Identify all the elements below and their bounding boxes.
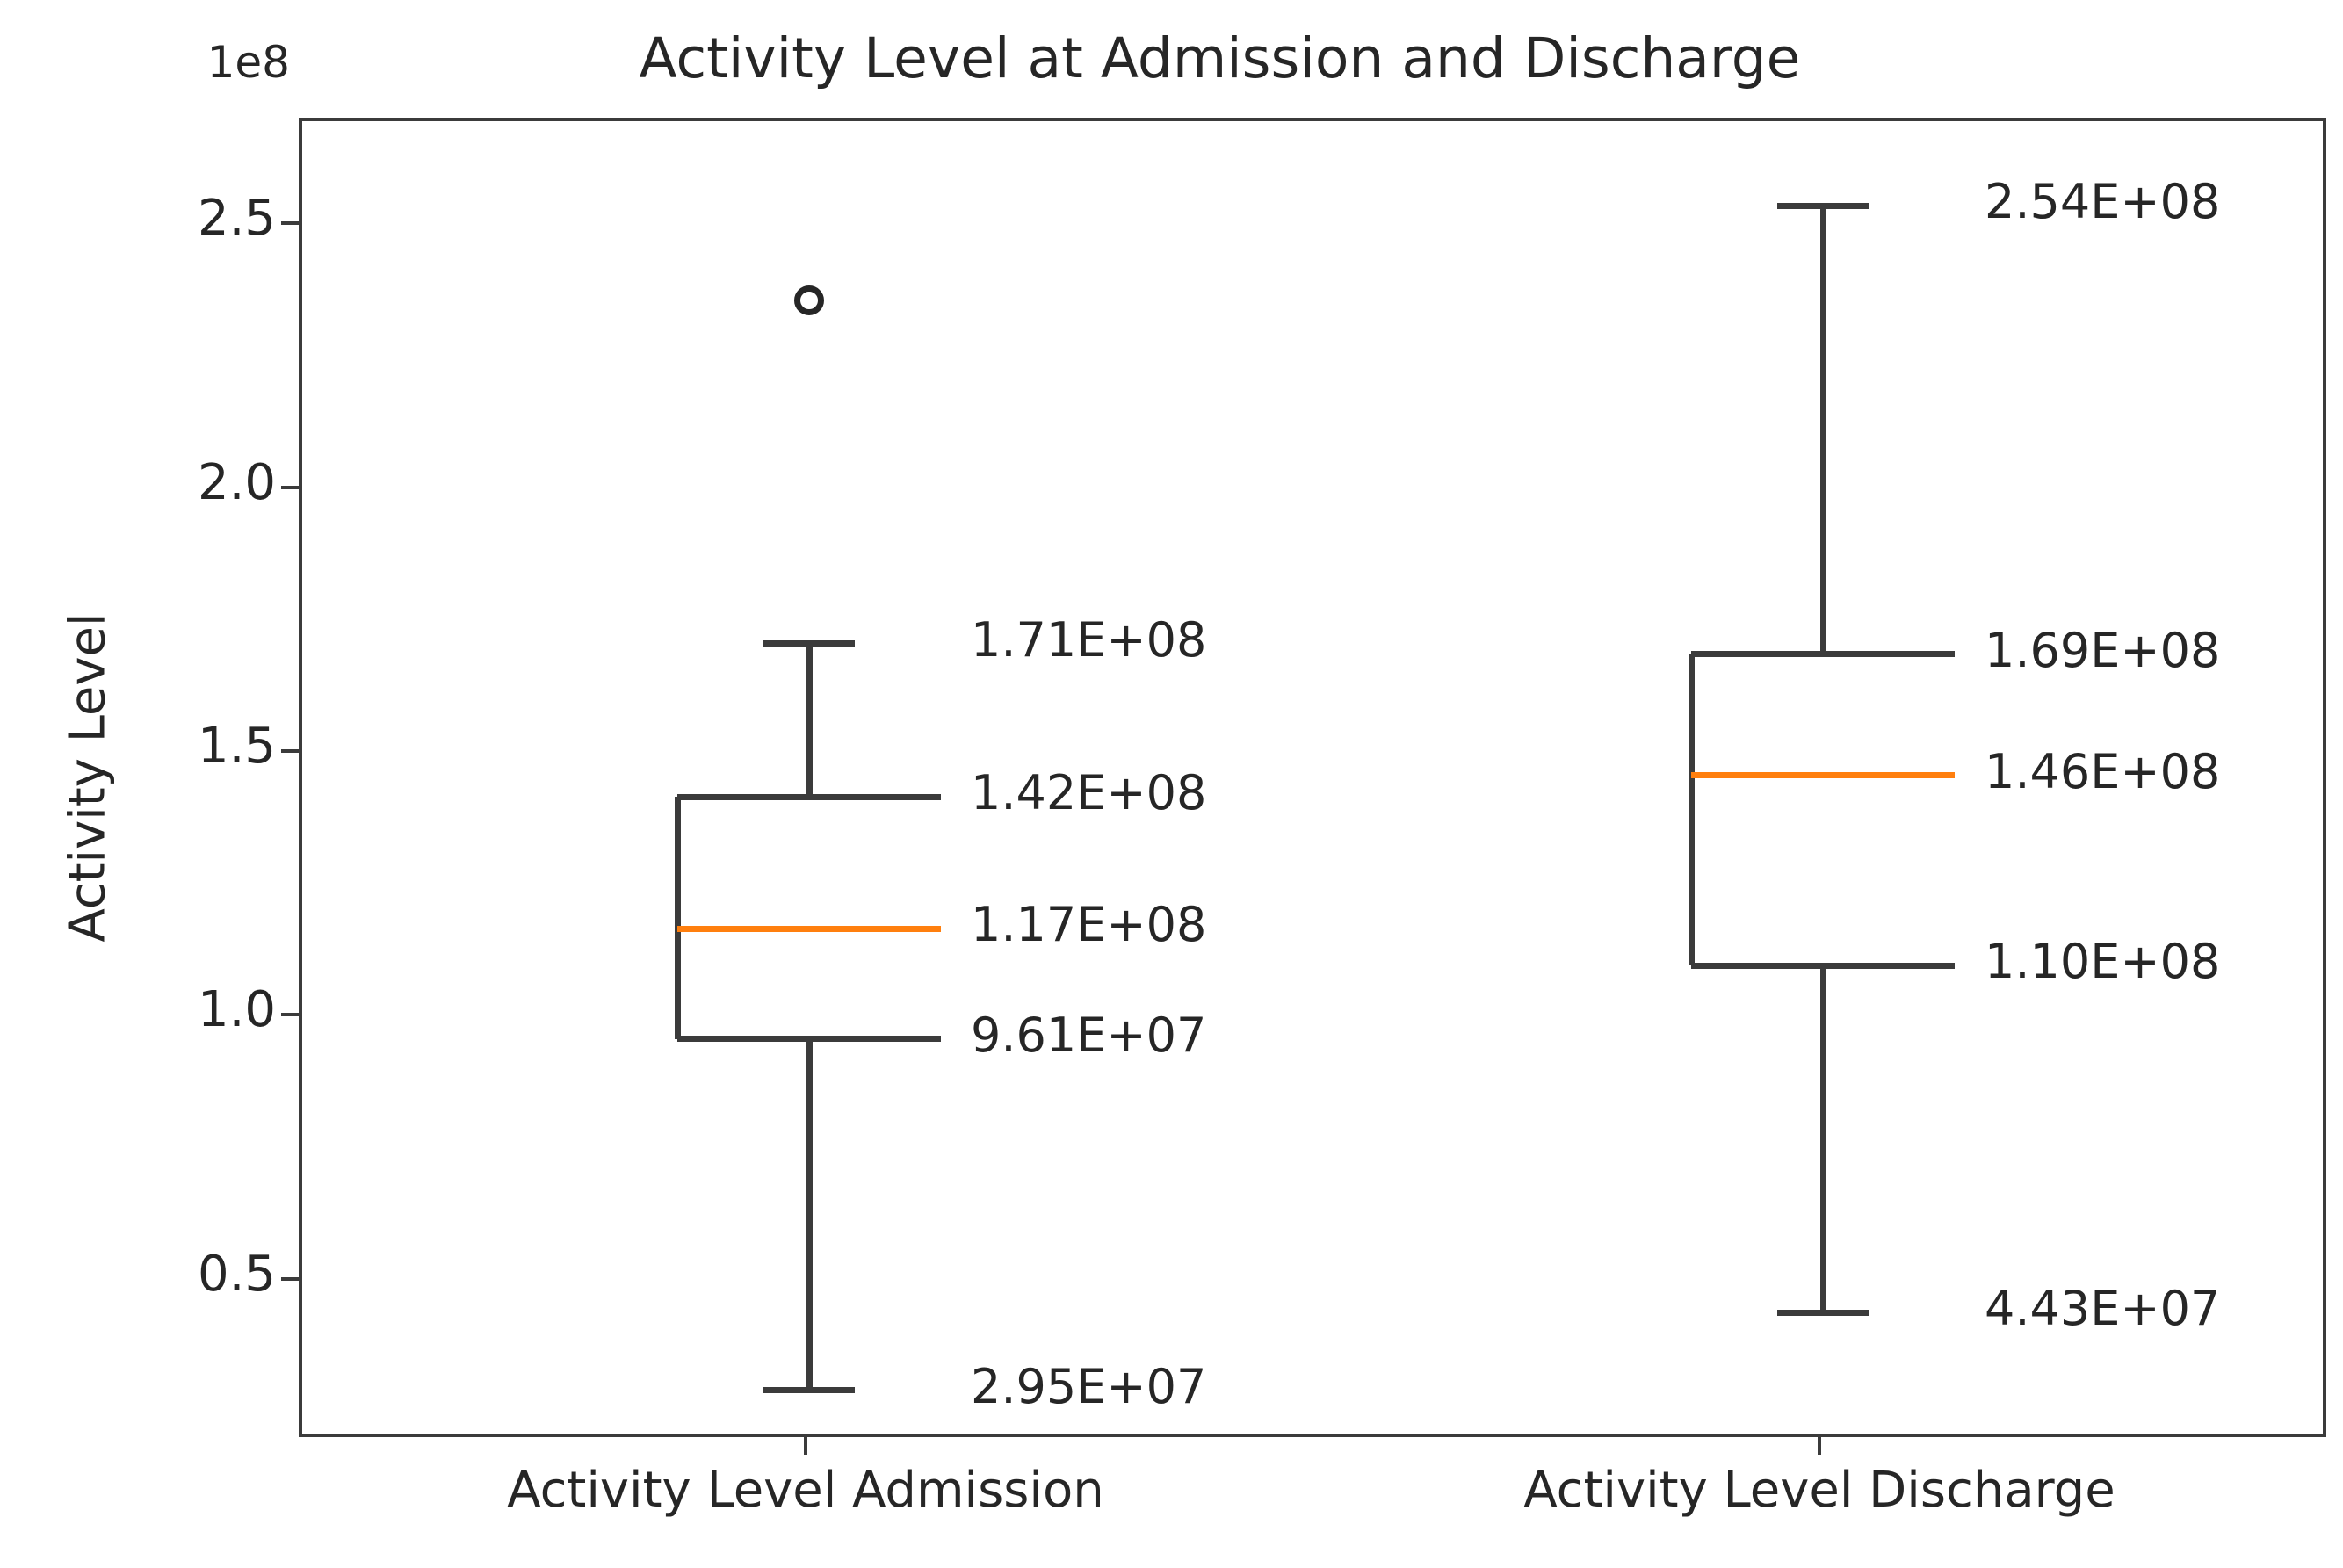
y-tick-label: 2.5 [197,190,276,248]
whisker-upper [1819,206,1826,654]
y-tick-label: 1.5 [197,717,276,775]
whisker-lower [1819,965,1826,1312]
box-bottom-edge [1691,962,1955,969]
annotation-whisker-high: 1.71E+08 [971,611,1207,668]
x-tick-mark [804,1437,807,1455]
whisker-lower [806,1038,813,1391]
box-left-edge [1688,654,1695,966]
box-left-edge [674,797,681,1039]
box-top-edge [1691,651,1955,658]
outlier-marker [794,285,824,316]
whisker-cap-lower [1777,1309,1869,1316]
plot-area: 1.71E+08 1.42E+08 1.17E+08 9.61E+07 2.95E+07… [299,118,2326,1437]
y-tick-mark [281,1276,299,1281]
annotation-median: 1.46E+08 [1985,743,2221,799]
annotation-whisker-low: 4.43E+07 [1985,1281,2221,1336]
y-tick-label: 0.5 [197,1245,276,1303]
y-tick-label: 1.0 [197,981,276,1039]
y-tick-mark [281,1013,299,1017]
y-tick-mark [281,221,299,226]
x-tick-mark [1818,1437,1821,1455]
annotation-whisker-high: 2.54E+08 [1985,174,2221,230]
annotation-whisker-low: 2.95E+07 [971,1358,1207,1414]
whisker-cap-upper [1777,202,1869,209]
y-tick-mark [281,748,299,753]
whisker-cap-lower [763,1387,855,1394]
box-bottom-edge [677,1036,941,1043]
y-tick-mark [281,485,299,489]
y-axis-label: Activity Level [59,612,117,943]
annotation-median: 1.17E+08 [971,897,1207,953]
annotation-q1: 1.10E+08 [1985,934,2221,990]
x-tick-label: Activity Level Admission [507,1462,1104,1519]
whisker-upper [806,643,813,797]
whisker-cap-upper [763,640,855,647]
median-line [1691,772,1955,779]
x-tick-label: Activity Level Discharge [1523,1462,2115,1519]
annotation-q3: 1.69E+08 [1985,622,2221,678]
y-tick-label: 2.0 [197,453,276,511]
chart-title: Activity Level at Admission and Discharg… [639,26,1801,90]
median-line [677,925,941,932]
y-axis-offset-text: 1e8 [206,37,290,88]
annotation-q1: 9.61E+07 [971,1007,1207,1063]
annotation-q3: 1.42E+08 [971,765,1207,821]
box-top-edge [677,793,941,800]
